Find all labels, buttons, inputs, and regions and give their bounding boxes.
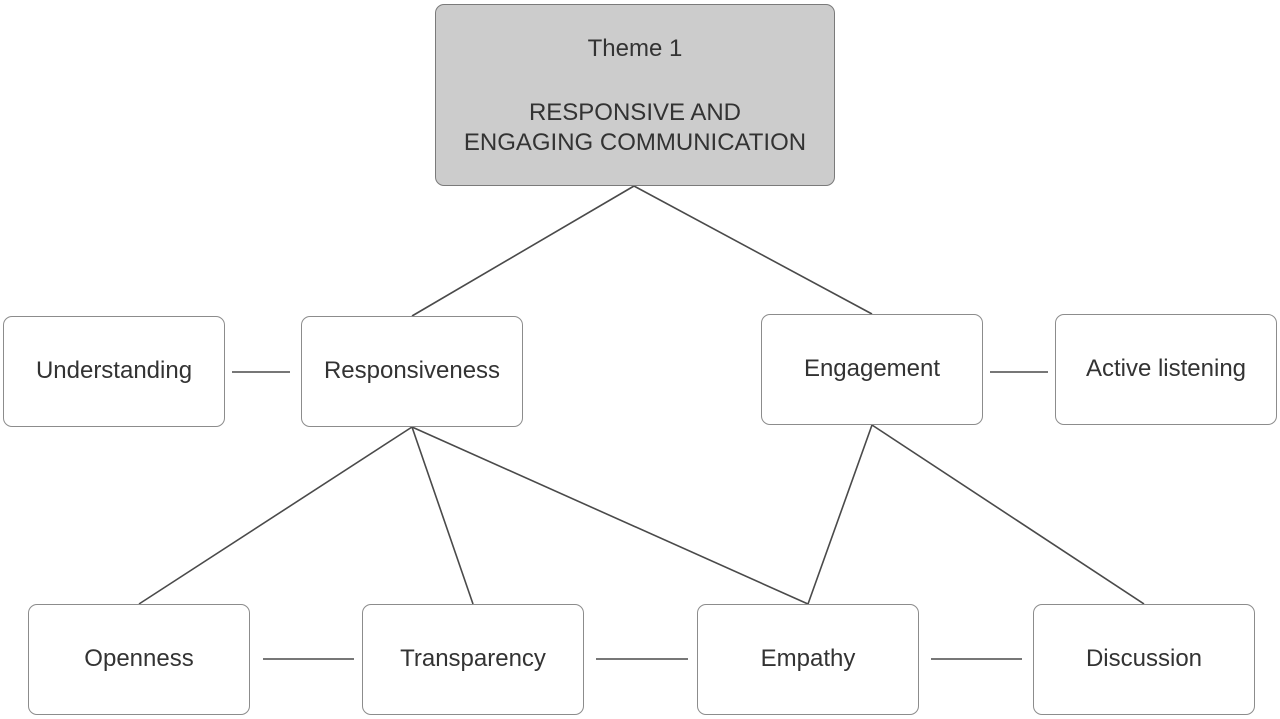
node-empathy-label: Empathy <box>760 645 856 673</box>
node-discussion-label: Discussion <box>1085 645 1203 673</box>
node-empathy: Empathy <box>697 604 919 715</box>
theme-title: RESPONSIVE AND ENGAGING COMMUNICATION <box>463 98 807 156</box>
edge-responsiveness-transparency <box>411 426 474 605</box>
edge-engagement-discussion <box>871 424 1145 605</box>
node-transparency: Transparency <box>362 604 584 715</box>
node-openness: Openness <box>28 604 250 715</box>
node-understanding-label: Understanding <box>35 357 193 385</box>
node-responsiveness: Responsiveness <box>301 316 523 427</box>
node-engagement-label: Engagement <box>803 355 941 383</box>
theme-root-node: Theme 1 RESPONSIVE AND ENGAGING COMMUNIC… <box>435 4 835 186</box>
node-active-listening: Active listening <box>1055 314 1277 425</box>
node-responsiveness-label: Responsiveness <box>323 357 501 385</box>
node-openness-label: Openness <box>84 645 194 673</box>
node-engagement: Engagement <box>761 314 983 425</box>
edge-root-engagement <box>633 185 873 315</box>
edge-root-responsiveness <box>411 185 635 317</box>
node-discussion: Discussion <box>1033 604 1255 715</box>
edge-responsiveness-empathy <box>411 426 809 605</box>
theme-label: Theme 1 <box>587 35 683 62</box>
node-active-listening-label: Active listening <box>1085 355 1247 383</box>
edge-responsiveness-openness <box>138 426 413 605</box>
node-understanding: Understanding <box>3 316 225 427</box>
node-transparency-label: Transparency <box>400 645 546 673</box>
edge-engagement-empathy <box>807 424 873 605</box>
